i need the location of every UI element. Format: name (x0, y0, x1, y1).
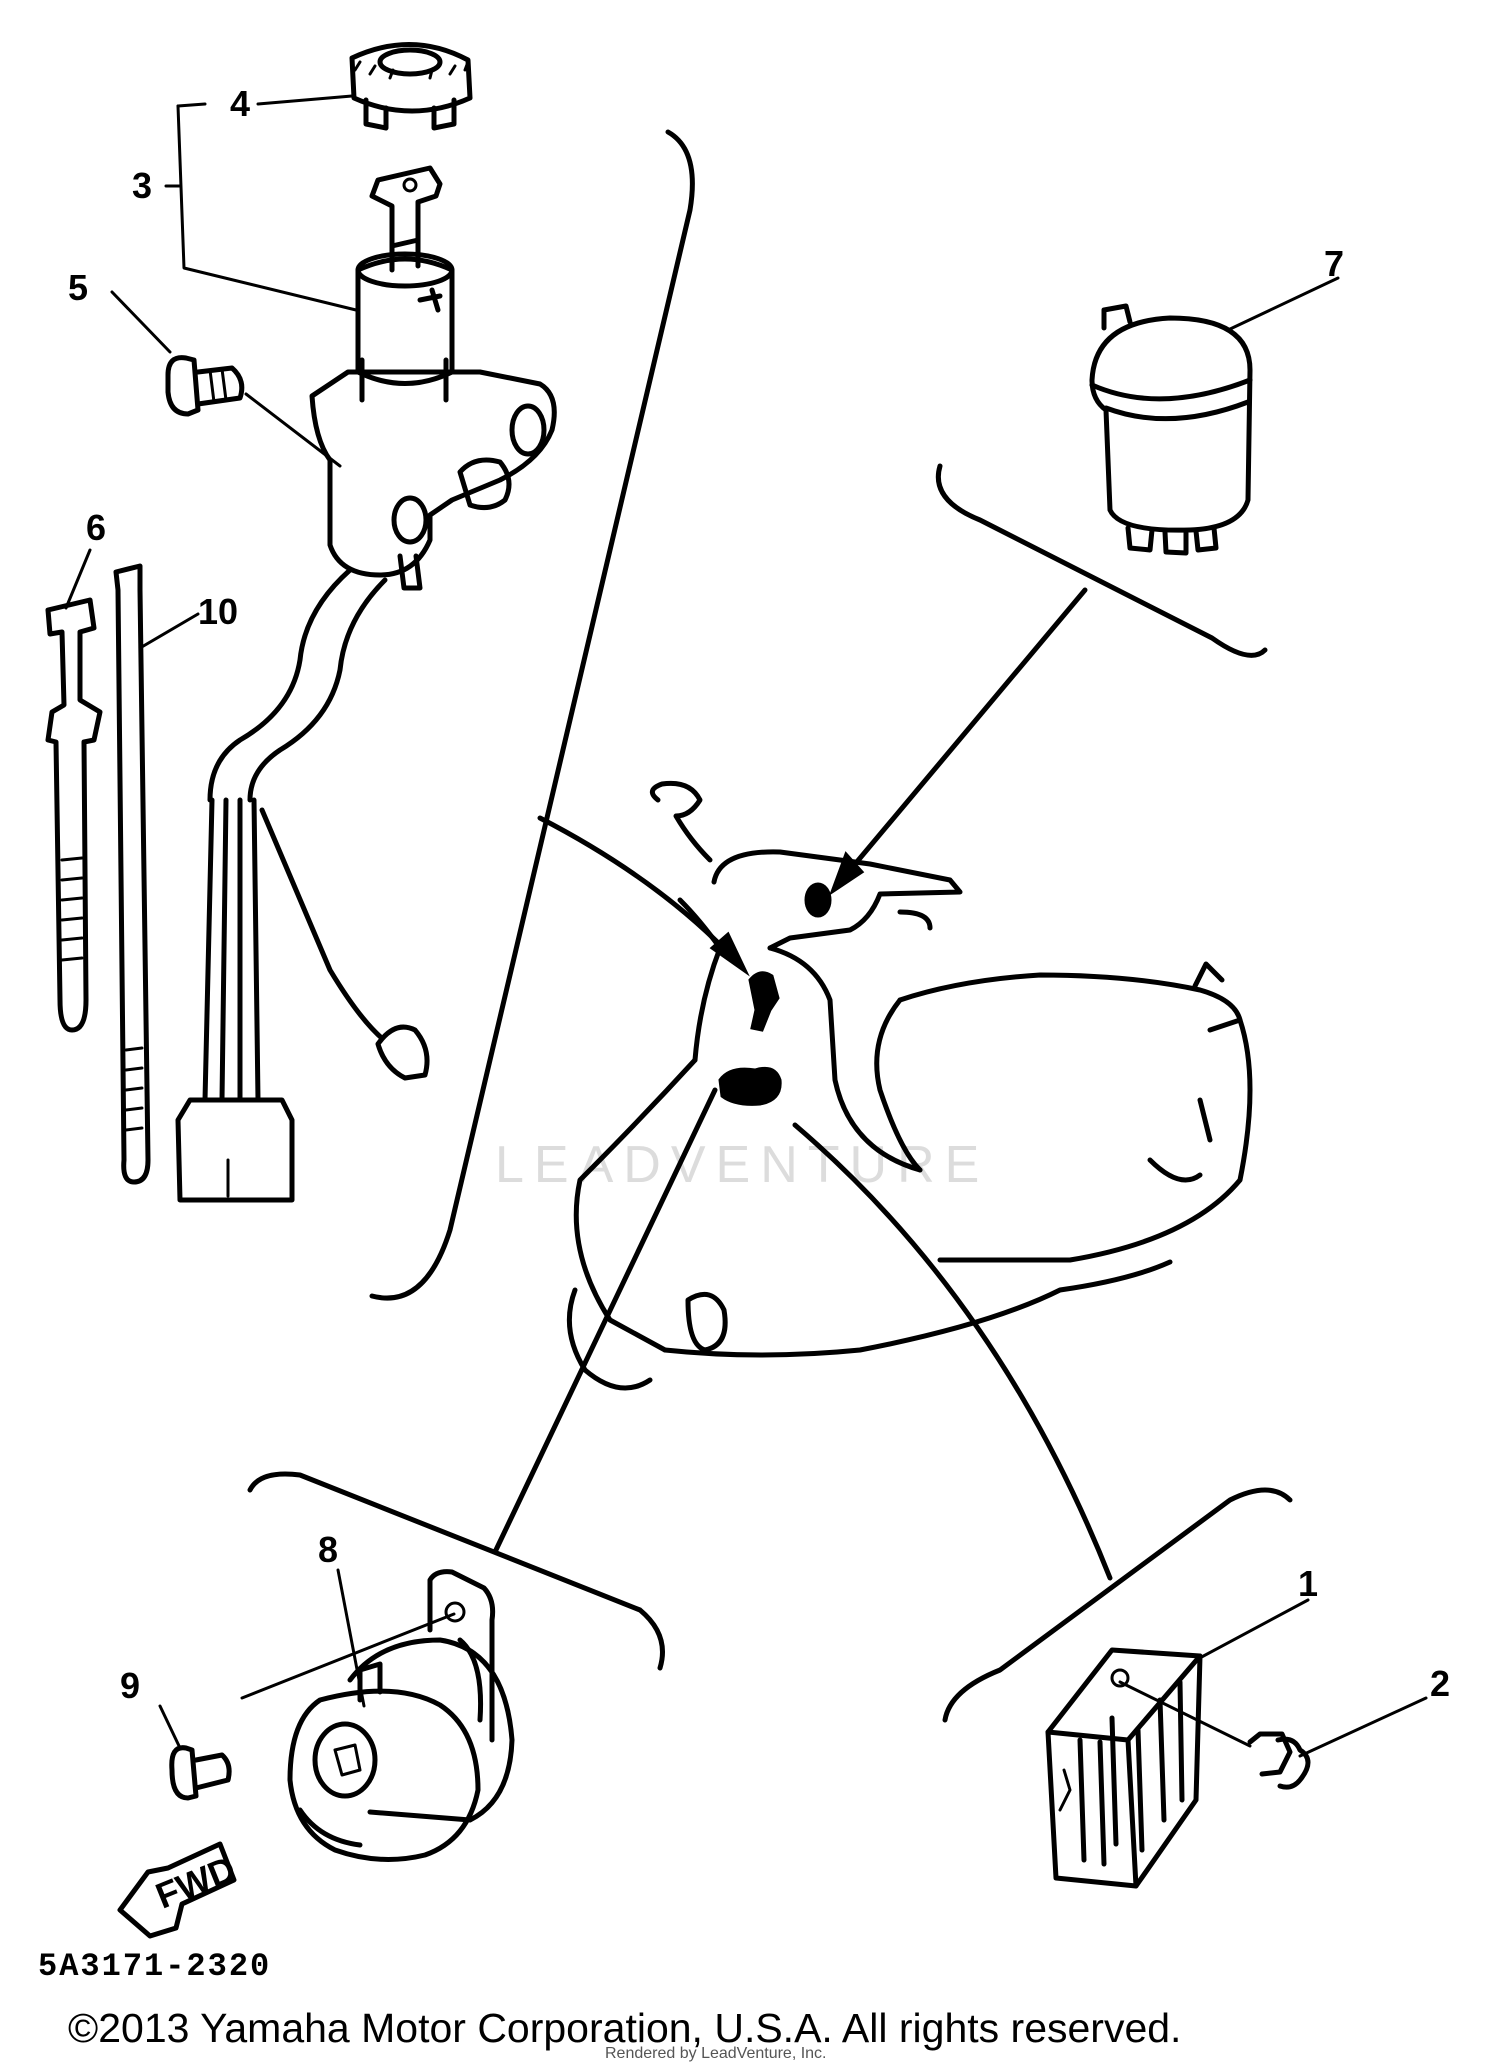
leader-4 (256, 94, 354, 106)
leader-1 (1194, 1598, 1310, 1662)
fwd-label: FWD (150, 1848, 241, 1917)
callout-2: 2 (1430, 1663, 1450, 1704)
watermark: LEADVENTURE (495, 1136, 989, 1194)
leader-bolt-2 (1118, 1680, 1252, 1748)
lock-cylinder (355, 251, 455, 403)
screw-part-9 (169, 1745, 232, 1801)
scooter-silhouette (566, 780, 1253, 1391)
regulator-group-bracket (942, 1487, 1293, 1723)
leader-switch (537, 815, 738, 963)
leader-relay (837, 587, 1088, 885)
callout-10: 10 (198, 591, 238, 632)
leader-2 (1298, 1696, 1428, 1758)
relay-group-bracket (935, 463, 1268, 658)
cable-band-part-6 (45, 597, 103, 1033)
wire-harness (175, 567, 430, 1203)
leader-6 (64, 548, 92, 610)
horn-part-8 (287, 1569, 515, 1862)
switch-group-bracket (369, 129, 695, 1301)
switch-housing (309, 369, 557, 591)
leader-regulator (792, 1122, 1113, 1581)
leader-horn (492, 1087, 718, 1555)
leader-screw-9 (240, 1612, 456, 1700)
copyright-notice: ©2013 Yamaha Motor Corporation, U.S.A. A… (68, 2005, 1182, 2051)
leader-8 (336, 1568, 366, 1708)
callout-5: 5 (68, 267, 88, 308)
key-cap-part-4 (349, 42, 473, 131)
callout-3-bracket (164, 102, 358, 312)
callout-7: 7 (1324, 243, 1344, 284)
screw-part-5 (165, 355, 342, 468)
main-switch-assembly (165, 42, 557, 1203)
starter-relay-part-7 (1089, 303, 1253, 556)
callout-1: 1 (1298, 1563, 1318, 1604)
callout-3: 3 (132, 165, 152, 206)
leader-9 (158, 1704, 182, 1750)
leader-10 (138, 612, 200, 650)
callout-4: 4 (230, 83, 250, 124)
callout-9: 9 (120, 1665, 140, 1706)
leader-7 (1226, 276, 1340, 332)
rendered-by-credit: Rendered by LeadVenture, Inc. (605, 2045, 827, 2062)
fwd-arrow-icon: FWD (117, 1841, 241, 1939)
callout-8: 8 (318, 1529, 338, 1570)
figure-code: 5A3171-2320 (38, 1948, 272, 1985)
callout-6: 6 (86, 507, 106, 548)
regulator-part-1 (1045, 1647, 1203, 1889)
bolt-part-2 (1247, 1731, 1311, 1790)
leader-5 (110, 290, 172, 354)
horn-group-bracket (247, 1471, 665, 1671)
cable-tie-part-10 (113, 563, 151, 1185)
